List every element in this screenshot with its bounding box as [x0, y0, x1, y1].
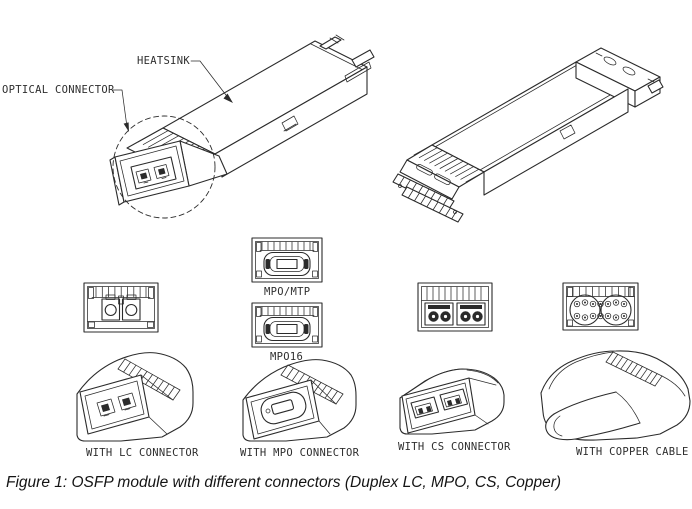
copper-cable [545, 391, 645, 441]
osfp-module-front-view [109, 34, 375, 219]
osfp-module-rear-view [392, 47, 664, 223]
lc-connector-3d [76, 352, 194, 442]
mpo-mtp-face-view [251, 237, 323, 283]
mpo-connector-3d [242, 359, 357, 442]
callout-leaders [112, 60, 233, 132]
optical-connector-arrowhead [123, 122, 129, 132]
heatsink-label: HEATSINK [137, 55, 190, 67]
with-cs-connector-label: WITH CS CONNECTOR [398, 441, 511, 453]
mpo-mtp-label: MPO/MTP [264, 286, 311, 298]
heatsink-fins-rear [413, 144, 485, 183]
mpo16-label: MPO16 [270, 351, 304, 363]
with-copper-cable-label: WITH COPPER CABLE [576, 446, 689, 458]
cs-face-view [417, 282, 493, 332]
optical-connector-highlight-circle [112, 115, 216, 219]
copper-face-view [562, 282, 639, 331]
lc-face-view [83, 282, 159, 333]
heatsink-arrowhead [223, 93, 233, 103]
with-mpo-connector-label: WITH MPO CONNECTOR [240, 447, 360, 459]
optical-connector-receptacle [114, 140, 190, 203]
copper-contacts [573, 299, 628, 321]
cs-connector-3d [399, 368, 505, 435]
with-lc-connector-label: WITH LC CONNECTOR [86, 447, 199, 459]
electrical-edge-connector [392, 173, 464, 223]
copper-cable-3d [540, 350, 691, 441]
optical-connector-label: OPTICAL CONNECTOR [2, 84, 115, 96]
mpo16-face-view [251, 302, 323, 348]
figure-caption: Figure 1: OSFP module with different con… [6, 474, 562, 491]
